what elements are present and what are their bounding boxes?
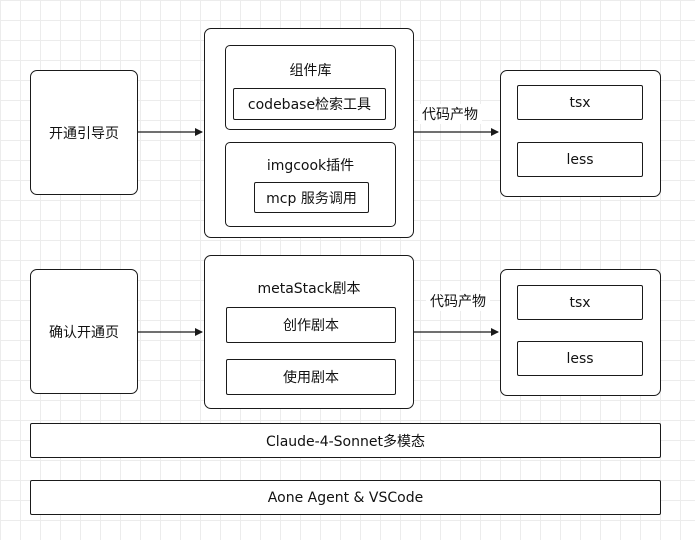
guide-page-box: 开通引导页 bbox=[30, 70, 138, 195]
output-top-tsx-box: tsx bbox=[517, 85, 643, 120]
model-layer-label: Claude-4-Sonnet多模态 bbox=[266, 433, 425, 450]
output-bottom-less-box: less bbox=[517, 341, 643, 376]
output-top-tsx-label: tsx bbox=[569, 94, 591, 111]
platform-layer-label: Aone Agent & VSCode bbox=[267, 489, 424, 506]
use-script-label: 使用剧本 bbox=[283, 370, 339, 386]
platform-layer-bar: Aone Agent & VSCode bbox=[30, 480, 661, 515]
mcp-service-call-label: mcp 服务调用 bbox=[266, 190, 357, 207]
create-script-box: 创作剧本 bbox=[226, 307, 396, 343]
output-top-box: tsx less bbox=[500, 70, 661, 197]
model-layer-bar: Claude-4-Sonnet多模态 bbox=[30, 423, 661, 458]
output-bottom-box: tsx less bbox=[500, 269, 661, 396]
output-bottom-tsx-box: tsx bbox=[517, 285, 643, 320]
output-bottom-tsx-label: tsx bbox=[569, 294, 591, 311]
use-script-box: 使用剧本 bbox=[226, 359, 396, 395]
guide-page-label: 开通引导页 bbox=[49, 125, 119, 142]
metastack-title: metaStack剧本 bbox=[257, 281, 361, 297]
code-output-label-bottom: 代码产物 bbox=[426, 291, 490, 311]
output-top-less-label: less bbox=[566, 151, 594, 168]
output-top-less-box: less bbox=[517, 142, 643, 177]
create-script-label: 创作剧本 bbox=[283, 318, 339, 334]
code-output-label-top: 代码产物 bbox=[418, 104, 482, 124]
mcp-service-call-box: mcp 服务调用 bbox=[254, 182, 369, 213]
tools-group-box: 组件库 codebase检索工具 imgcook插件 mcp 服务调用 bbox=[204, 28, 414, 238]
imgcook-plugin-title: imgcook插件 bbox=[266, 158, 355, 174]
confirm-page-label: 确认开通页 bbox=[49, 324, 119, 341]
codebase-search-tool-box: codebase检索工具 bbox=[233, 88, 386, 120]
imgcook-plugin-box: imgcook插件 mcp 服务调用 bbox=[225, 142, 396, 227]
component-lib-box: 组件库 codebase检索工具 bbox=[225, 45, 396, 130]
confirm-page-box: 确认开通页 bbox=[30, 269, 138, 394]
component-lib-title: 组件库 bbox=[289, 63, 332, 79]
codebase-search-tool-label: codebase检索工具 bbox=[247, 97, 372, 113]
output-bottom-less-label: less bbox=[566, 350, 594, 367]
metastack-group-box: metaStack剧本 创作剧本 使用剧本 bbox=[204, 255, 414, 409]
